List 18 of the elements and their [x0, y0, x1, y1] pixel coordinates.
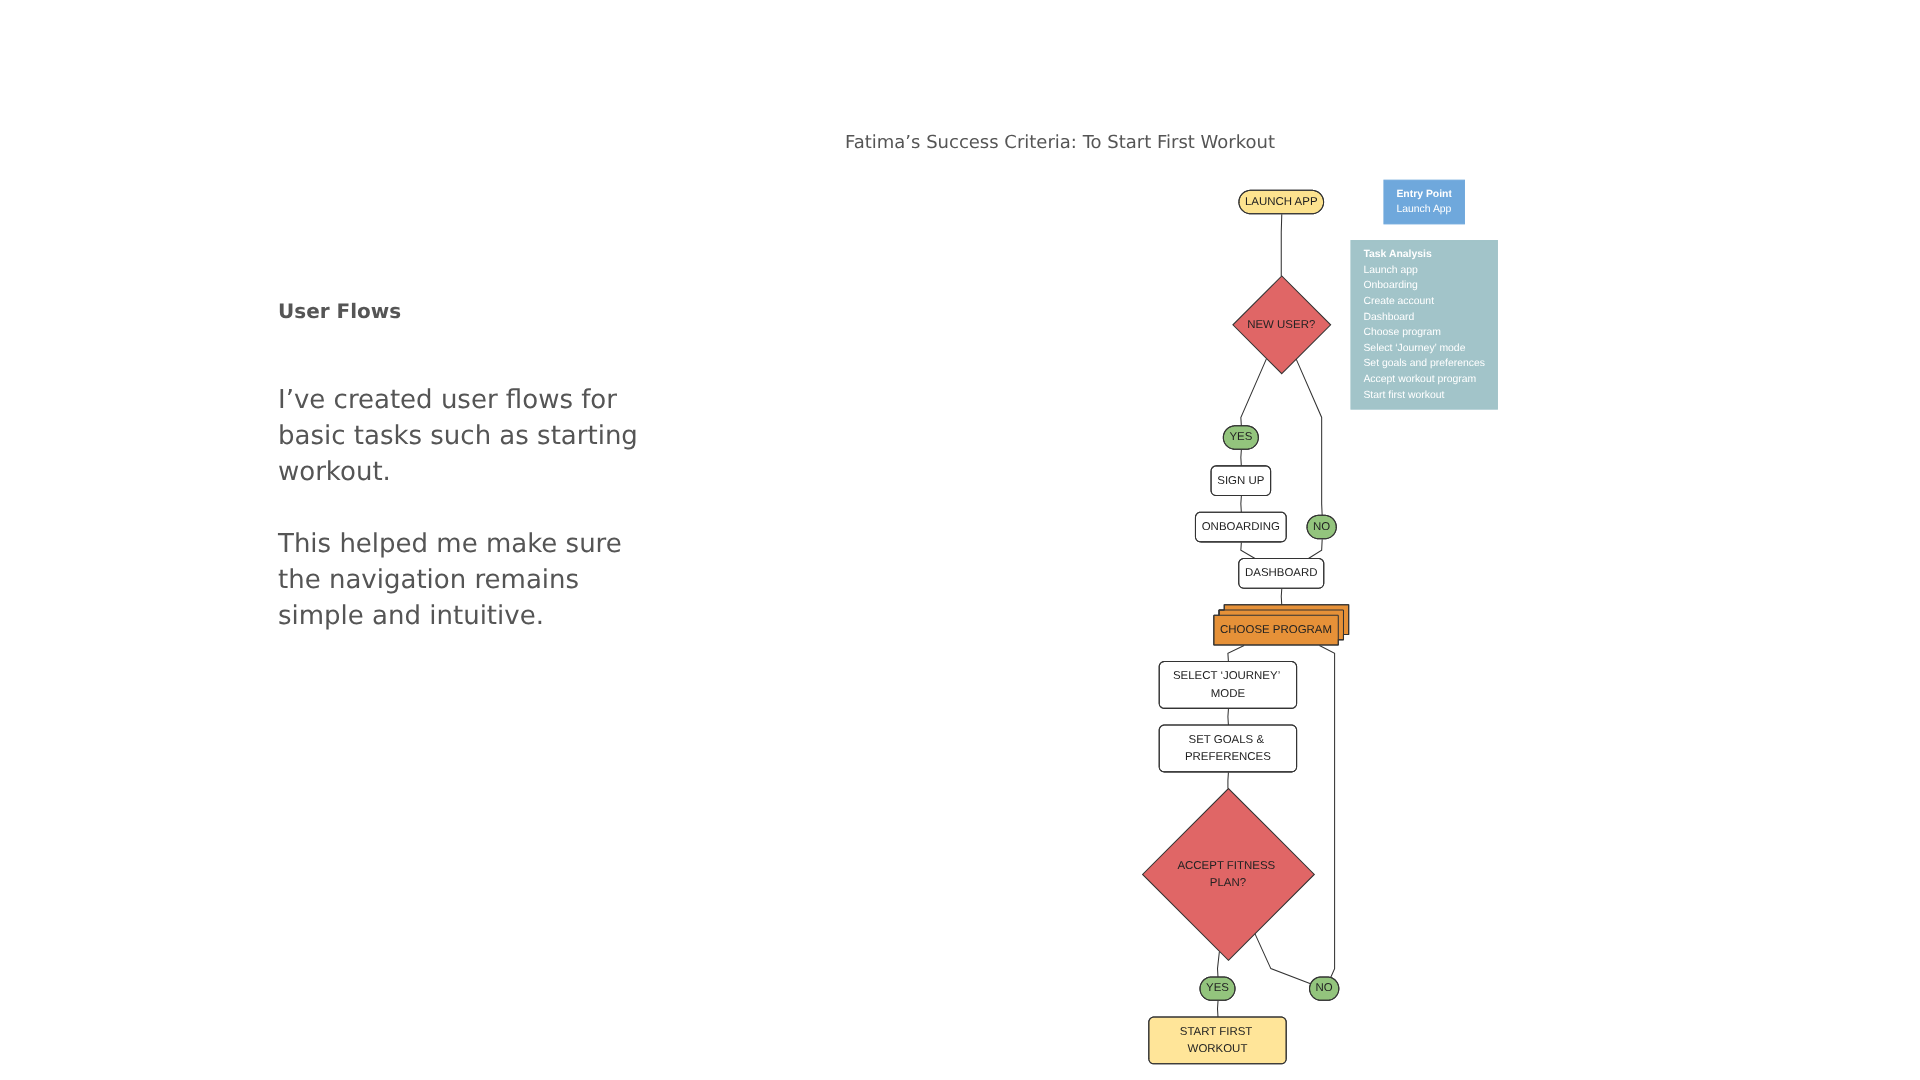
connector [1227, 708, 1229, 727]
connector [1254, 932, 1312, 985]
connector [1240, 541, 1257, 560]
connector [1240, 449, 1242, 467]
connector [1216, 1000, 1219, 1019]
connector [1227, 771, 1229, 790]
connector [1216, 951, 1220, 978]
connector [1240, 495, 1242, 514]
connector [1307, 538, 1323, 560]
diagram-title: Fatima’s Success Criteria: To Start First Workout [842, 134, 1278, 154]
section-heading: User Flows [278, 302, 402, 324]
connector [1295, 358, 1323, 517]
connector [1318, 644, 1336, 979]
paragraph: I’ve created user flows for basic tasks such as starting workout. [278, 384, 640, 492]
paragraph: This helped me make sure the navigation remains simple and intuitive. [278, 528, 624, 636]
connector [1240, 358, 1267, 427]
connector [1280, 213, 1283, 277]
connector [1227, 644, 1245, 663]
